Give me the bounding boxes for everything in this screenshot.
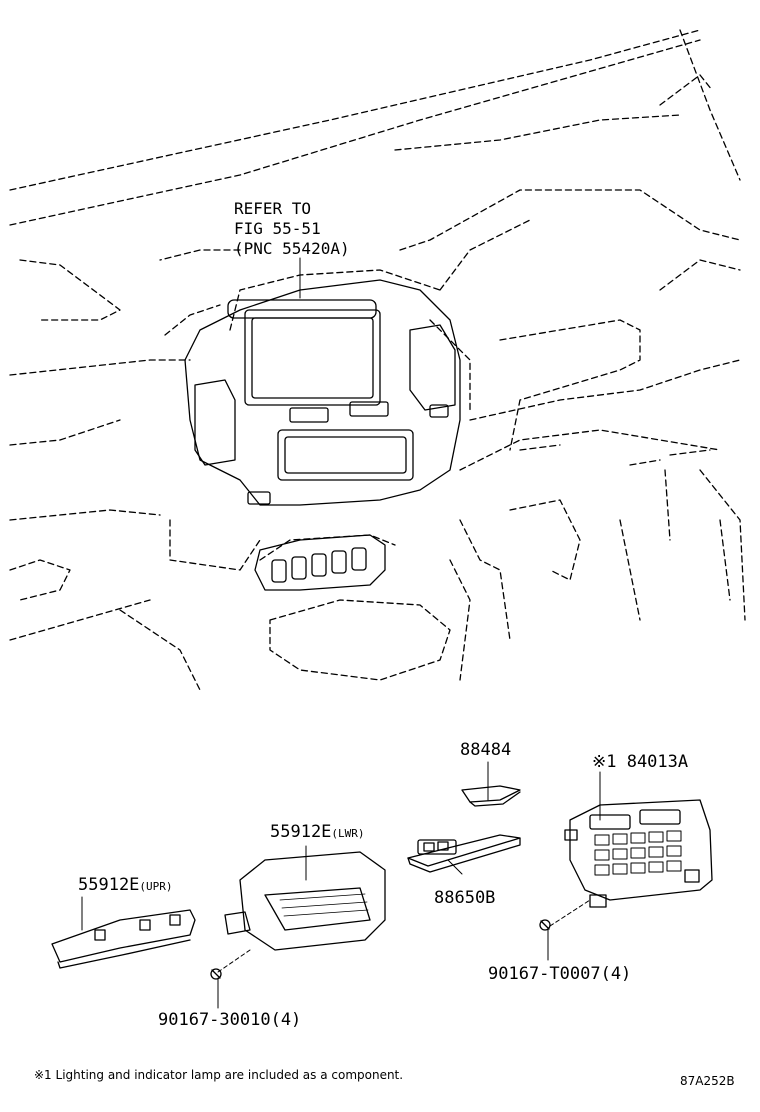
reference-line-2: FIG 55-51: [234, 219, 321, 238]
part-label-55912E-lwr: 55912E(LWR): [270, 822, 365, 844]
part-number: 55912E: [270, 822, 332, 842]
lower-console: [9, 519, 471, 691]
part-84013A-illustration: [564, 799, 713, 908]
part-55912E-upr-illustration: [51, 909, 196, 969]
reference-line-3: (PNC 55420A): [234, 239, 350, 258]
figure-code: 87A252B: [680, 1074, 735, 1088]
part-label-84013A: ※1 84013A: [592, 752, 689, 772]
part-label-90167-T0007: 90167-T0007(4): [488, 964, 632, 984]
screw-T0007-illustration: [539, 919, 551, 931]
part-label-90167-30010: 90167-30010(4): [158, 1010, 302, 1030]
part-88484-illustration: [461, 785, 521, 807]
part-label-55912E-upr: 55912E(UPR): [78, 875, 173, 897]
leader-lines: [81, 257, 601, 1009]
center-bezel: [184, 279, 461, 506]
part-label-88650B: 88650B: [434, 888, 496, 908]
dashboard-right: [429, 319, 746, 641]
part-88650B-illustration: [407, 834, 521, 873]
switch-panel: [254, 534, 386, 591]
footnote: ※1 Lighting and indicator lamp are inclu…: [34, 1068, 404, 1082]
screw-30010-illustration: [210, 968, 222, 980]
windshield-outline: [9, 29, 741, 641]
part-number: 55912E: [78, 875, 140, 895]
part-55912E-lwr-illustration: [224, 851, 386, 951]
part-label-88484: 88484: [460, 740, 512, 760]
part-suffix: (UPR): [139, 880, 173, 893]
reference-line-1: REFER TO: [234, 199, 312, 218]
part-suffix: (LWR): [331, 827, 365, 840]
